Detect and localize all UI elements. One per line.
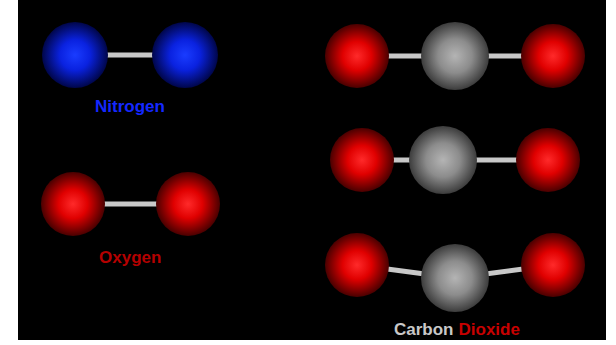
background <box>18 0 606 340</box>
nitrogen-atom <box>42 22 108 88</box>
molecule-name: CarbonDioxide <box>394 320 520 340</box>
nitrogen-atom <box>152 22 218 88</box>
molecule-label: Carbon <box>394 320 454 340</box>
carbon-atom <box>409 126 477 194</box>
molecule-label: Oxygen <box>99 248 161 268</box>
molecule-label: Nitrogen <box>95 97 165 117</box>
carbon-atom <box>421 244 489 312</box>
oxygen-atom <box>330 128 394 192</box>
oxygen-atom <box>516 128 580 192</box>
oxygen-atom <box>156 172 220 236</box>
oxygen-atom <box>325 233 389 297</box>
oxygen-atom <box>521 24 585 88</box>
oxygen-atom <box>521 233 585 297</box>
oxygen-atom <box>325 24 389 88</box>
carbon-atom <box>421 22 489 90</box>
oxygen-atom <box>41 172 105 236</box>
molecule-label: Dioxide <box>459 320 520 340</box>
bonds <box>73 55 553 278</box>
